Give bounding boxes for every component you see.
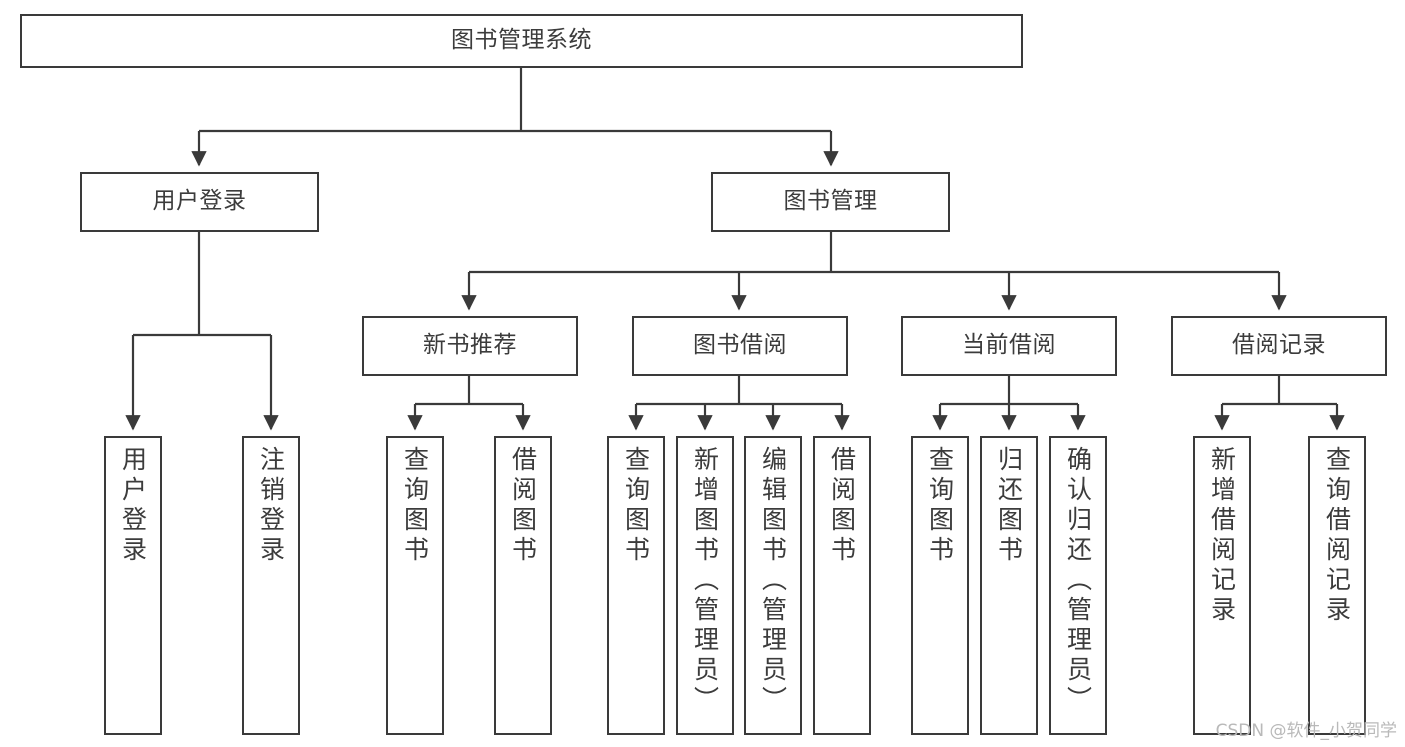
leaf-borrow-book-new-book[interactable]: 借阅图书 bbox=[494, 436, 552, 735]
node-borrowing-record[interactable]: 借阅记录 bbox=[1171, 316, 1387, 376]
node-label: 查询图书 bbox=[925, 446, 955, 566]
node-label: 当前借阅 bbox=[962, 332, 1056, 359]
leaf-borrow-book-borrowing[interactable]: 借阅图书 bbox=[813, 436, 871, 735]
node-label: 新增借阅记录 bbox=[1207, 446, 1237, 626]
node-label: 图书管理系统 bbox=[451, 27, 592, 54]
node-user-login[interactable]: 用户登录 bbox=[80, 172, 319, 232]
node-label: 借阅图书 bbox=[508, 446, 538, 566]
node-new-book-recommendation[interactable]: 新书推荐 bbox=[362, 316, 578, 376]
leaf-return-book[interactable]: 归还图书 bbox=[980, 436, 1038, 735]
node-label: 新书推荐 bbox=[423, 332, 517, 359]
node-label: 注销登录 bbox=[256, 446, 286, 566]
node-label: 确认归还（管理员） bbox=[1063, 446, 1093, 716]
watermark: CSDN @软件_小贺同学 bbox=[1215, 721, 1397, 741]
node-label: 归还图书 bbox=[994, 446, 1024, 566]
leaf-add-book-admin[interactable]: 新增图书（管理员） bbox=[676, 436, 734, 735]
node-label: 查询图书 bbox=[400, 446, 430, 566]
leaf-edit-book-admin[interactable]: 编辑图书（管理员） bbox=[744, 436, 802, 735]
node-label: 借阅记录 bbox=[1232, 332, 1326, 359]
node-label: 图书管理 bbox=[783, 188, 878, 215]
leaf-query-book-new-book[interactable]: 查询图书 bbox=[386, 436, 444, 735]
node-book-borrowing[interactable]: 图书借阅 bbox=[632, 316, 848, 376]
node-label: 图书借阅 bbox=[693, 332, 787, 359]
node-label: 编辑图书（管理员） bbox=[758, 446, 788, 716]
node-label: 用户登录 bbox=[152, 188, 247, 215]
leaf-query-book-current[interactable]: 查询图书 bbox=[911, 436, 969, 735]
leaf-user-login[interactable]: 用户登录 bbox=[104, 436, 162, 735]
leaf-query-borrowing-record[interactable]: 查询借阅记录 bbox=[1308, 436, 1366, 735]
leaf-add-borrowing-record[interactable]: 新增借阅记录 bbox=[1193, 436, 1251, 735]
node-book-management[interactable]: 图书管理 bbox=[711, 172, 950, 232]
node-label: 用户登录 bbox=[118, 446, 148, 566]
leaf-confirm-return-admin[interactable]: 确认归还（管理员） bbox=[1049, 436, 1107, 735]
leaf-query-book-borrowing[interactable]: 查询图书 bbox=[607, 436, 665, 735]
leaf-logout-login[interactable]: 注销登录 bbox=[242, 436, 300, 735]
node-current-borrowing[interactable]: 当前借阅 bbox=[901, 316, 1117, 376]
node-label: 新增图书（管理员） bbox=[690, 446, 720, 716]
node-root-book-management-system[interactable]: 图书管理系统 bbox=[20, 14, 1023, 68]
node-label: 查询借阅记录 bbox=[1322, 446, 1352, 626]
node-label: 查询图书 bbox=[621, 446, 651, 566]
node-label: 借阅图书 bbox=[827, 446, 857, 566]
